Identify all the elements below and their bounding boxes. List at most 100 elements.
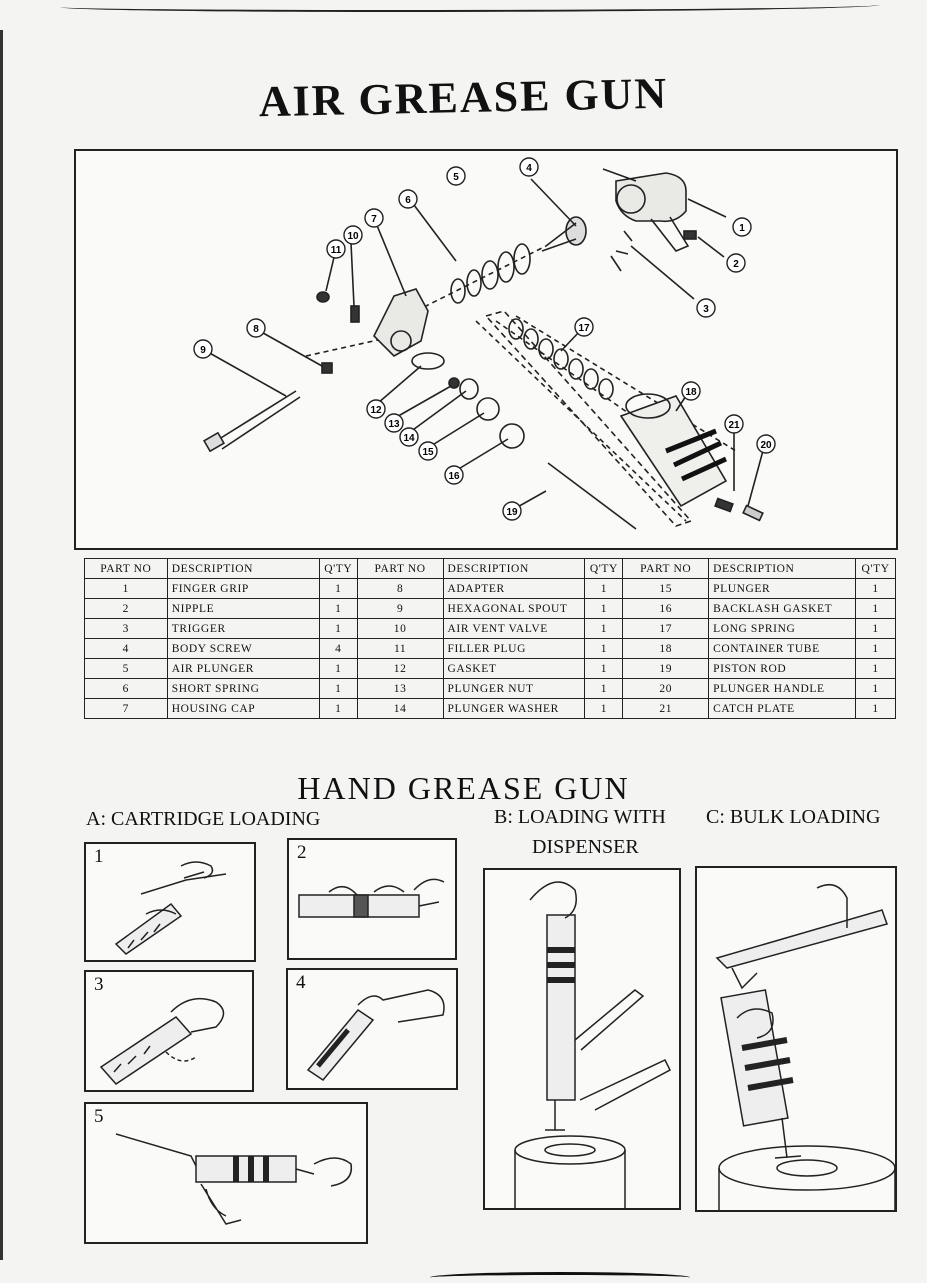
cell-part-no: 15 (622, 578, 710, 599)
header-qty: Q'TY (318, 558, 358, 579)
cell-qty: 1 (584, 618, 624, 639)
callout-13: 13 (384, 413, 404, 433)
callout-15: 15 (418, 441, 438, 461)
callout-21: 21 (724, 414, 744, 434)
step-5-illustration (115, 1133, 353, 1225)
bulk-loading-panel (695, 866, 897, 1212)
svg-text:5: 5 (453, 172, 459, 183)
cell-qty: 4 (318, 638, 358, 659)
step-2-illustration (298, 878, 445, 918)
header-qty: Q'TY (855, 558, 896, 579)
svg-text:11: 11 (331, 245, 342, 256)
cell-part-no: 14 (356, 698, 444, 719)
cell-qty: 1 (318, 678, 358, 699)
cell-qty: 1 (855, 658, 896, 679)
step-2-panel: 2 (287, 838, 457, 960)
cell-qty: 1 (855, 698, 896, 719)
callout-16: 16 (444, 465, 464, 485)
cell-description: ADAPTER (442, 578, 586, 599)
step-3-illustration (99, 997, 225, 1085)
cell-qty: 1 (318, 578, 358, 599)
cell-description: FILLER PLUG (442, 638, 586, 659)
step-1-panel: 1 (84, 842, 256, 962)
cell-description: GASKET (442, 658, 586, 679)
cell-description: LONG SPRING (708, 618, 857, 639)
callout-10: 10 (343, 225, 363, 245)
cell-description: HOUSING CAP (166, 698, 320, 719)
cell-qty: 1 (855, 598, 896, 619)
cell-qty: 1 (855, 578, 896, 599)
cell-description: PLUNGER WASHER (442, 698, 586, 719)
cell-qty: 1 (584, 698, 624, 719)
cell-part-no: 19 (622, 658, 710, 679)
cell-qty: 1 (318, 698, 358, 719)
cell-part-no: 16 (622, 598, 710, 619)
svg-text:4: 4 (526, 163, 532, 174)
callout-14: 14 (399, 427, 419, 447)
cell-part-no: 4 (84, 638, 168, 659)
svg-text:18: 18 (685, 387, 697, 398)
callout-4: 4 (519, 157, 539, 177)
cell-description: NIPPLE (166, 598, 320, 619)
cell-qty: 1 (318, 598, 358, 619)
callout-19: 19 (502, 501, 522, 521)
cell-description: HEXAGONAL SPOUT (442, 598, 586, 619)
callout-1: 1 (732, 217, 752, 237)
cell-part-no: 21 (622, 698, 710, 719)
callout-6: 6 (398, 189, 418, 209)
cell-qty: 1 (584, 638, 624, 659)
step-number: 3 (94, 974, 104, 995)
cell-part-no: 6 (84, 678, 168, 699)
svg-text:20: 20 (760, 440, 772, 451)
section-b-label-line2: DISPENSER (532, 836, 639, 858)
cell-part-no: 13 (356, 678, 444, 699)
header-qty: Q'TY (584, 558, 624, 579)
cell-qty: 1 (584, 578, 624, 599)
cell-description: CONTAINER TUBE (708, 638, 857, 659)
cell-description: BODY SCREW (166, 638, 320, 659)
cell-description: PISTON ROD (708, 658, 857, 679)
cell-qty: 1 (318, 618, 358, 639)
cell-part-no: 11 (356, 638, 444, 659)
svg-text:17: 17 (578, 323, 590, 334)
cell-description: AIR VENT VALVE (442, 618, 586, 639)
section-b-label: B: LOADING WITH (494, 806, 666, 828)
callout-2: 2 (726, 253, 746, 273)
cell-qty: 1 (584, 598, 624, 619)
callout-11: 11 (326, 239, 346, 259)
cell-qty: 1 (584, 658, 624, 679)
header-description: DESCRIPTION (442, 558, 586, 579)
cell-qty: 1 (318, 658, 358, 679)
svg-text:12: 12 (370, 405, 382, 416)
step-4-illustration (306, 989, 445, 1081)
header-description: DESCRIPTION (166, 558, 320, 579)
step-4-panel: 4 (286, 968, 458, 1090)
hand-grease-gun-title: HAND GREASE GUN (297, 770, 630, 806)
cell-description: SHORT SPRING (166, 678, 320, 699)
step-number: 1 (94, 846, 104, 867)
header-part-no: PART NO (622, 558, 710, 579)
svg-text:13: 13 (388, 419, 400, 430)
cell-description: BACKLASH GASKET (708, 598, 857, 619)
dispenser-loading-panel (483, 868, 681, 1210)
header-part-no: PART NO (356, 558, 444, 579)
callout-5: 5 (446, 166, 466, 186)
svg-text:10: 10 (347, 231, 359, 242)
svg-text:16: 16 (448, 471, 460, 482)
exploded-view-drawing: 1 2 3 4 5 6 7 8 9 10 11 12 13 14 15 16 1… (193, 157, 776, 530)
cell-part-no: 7 (84, 698, 168, 719)
cell-qty: 1 (855, 638, 896, 659)
cell-description: TRIGGER (166, 618, 320, 639)
section-a-label: A: CARTRIDGE LOADING (86, 808, 321, 830)
cell-description: PLUNGER HANDLE (708, 678, 857, 699)
cell-description: PLUNGER (708, 578, 857, 599)
cell-part-no: 5 (84, 658, 168, 679)
section-c-label: C: BULK LOADING (706, 806, 881, 828)
parts-list-table: PART NO DESCRIPTION Q'TY PART NO DESCRIP… (84, 558, 896, 719)
cell-part-no: 3 (84, 618, 168, 639)
